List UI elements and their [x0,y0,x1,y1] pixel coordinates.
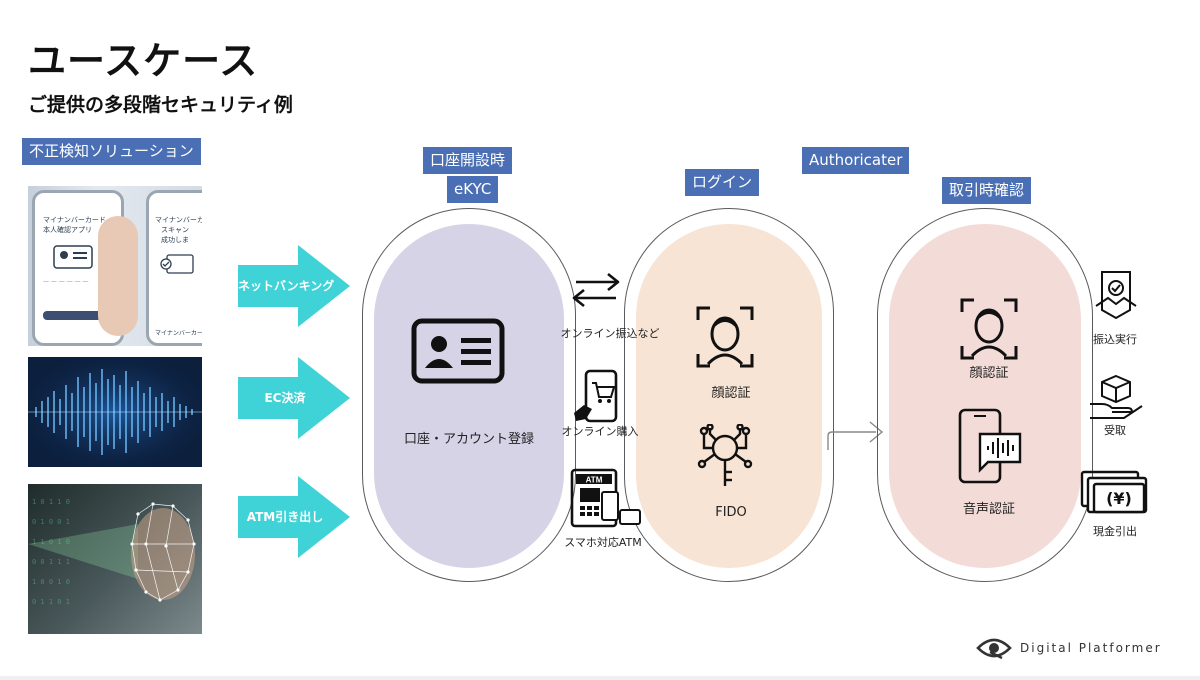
ekyc-tag: eKYC [447,176,499,203]
voice-auth-icon [958,408,1022,484]
svg-text:0 1 0 0 1: 0 1 0 0 1 [32,518,70,526]
page-title: ユースケース [28,39,259,83]
account-opening-tag: 口座開設時 [423,147,513,174]
account-registration-label: 口座・アカウント登録 [403,432,534,447]
phone2-line-3: 成功しま [161,236,189,244]
fido-key-icon [697,424,753,486]
phone1-line-2: 本人確認アプリ [43,226,92,234]
login-stage-fill [636,224,822,568]
face-mesh-icon: 1 0 1 1 0 0 1 0 0 1 1 1 0 1 0 0 0 1 1 1 1 … [28,498,196,606]
hand-shape [98,216,138,336]
online-shopping-icon [574,369,618,423]
online-purchase-label: オンライン購入 [561,425,639,438]
arrow-netbanking: ネットバンキング [238,245,350,327]
receive-label: 受取 [1104,424,1126,437]
phone1-button [43,311,113,320]
account-stage-pill [362,208,576,582]
transaction-check-tag: 取引時確認 [942,177,1032,204]
atm-sign-text: ATM [586,476,603,485]
arrow-atm-withdrawal: ATM引き出し [238,476,350,558]
online-transfer-label: オンライン振込など [560,327,660,340]
brand-name: Digital Platformer [1020,641,1162,655]
voice-waveform-image [28,357,202,467]
face-recognition-icon [696,306,754,368]
bidirectional-transfer-icon [572,272,620,308]
transaction-stage-pill [877,208,1093,582]
account-stage-fill [374,224,564,568]
arrow-ec-payment-label: EC決済 [264,391,306,405]
fido-label: FIDO [715,505,747,520]
phone2-line-1: マイナンバーカー [155,216,202,224]
transaction-stage-fill [889,224,1081,568]
id-card-illustration-icon [53,245,93,269]
scan-check-icon [160,254,194,274]
receive-package-icon [1090,374,1143,419]
voice-auth-label: 音声認証 [962,502,1015,517]
arrow-ec-payment: EC決済 [238,357,350,439]
svg-text:0 0 1 1 1: 0 0 1 1 1 [32,558,70,566]
face-scan-image: 1 0 1 1 0 0 1 0 0 1 1 1 0 1 0 0 0 1 1 1 1 … [28,484,202,634]
phone2-line-2: スキャン [161,226,189,234]
transaction-face-icon [960,298,1018,360]
svg-text:1 1 0 1 0: 1 1 0 1 0 [32,538,70,546]
cash-withdrawal-label: 現金引出 [1093,525,1137,538]
phone1-line-1: マイナンバーカード [43,216,106,224]
svg-text:1 0 1 1 0: 1 0 1 1 0 [32,498,70,506]
login-stage-pill [624,208,834,582]
id-card-icon [411,318,505,384]
login-tag: ログイン [685,169,760,196]
svg-text:0 1 1 0 1: 0 1 1 0 1 [32,598,70,606]
phone2-footer: マイナンバーカード [155,330,202,337]
transaction-face-label: 顔認証 [969,366,1009,381]
smartphone-atm-icon: ATM [570,468,641,528]
transfer-execution-icon [1095,271,1137,320]
arrow-netbanking-label: ネットバンキング [238,279,335,293]
brand-logo: Digital Platformer [976,634,1162,662]
authorizer-tag: Authoricater [802,147,910,174]
fraud-detection-tag: 不正検知ソリューション [22,138,201,165]
transfer-execution-label: 振込実行 [1093,333,1137,346]
flow-arrow-icon [827,421,884,450]
yen-sign-text: (¥) [1106,489,1132,508]
login-face-label: 顔認証 [711,386,751,401]
page-subtitle: ご提供の多段階セキュリティ例 [28,94,293,116]
bottom-rule [0,676,1200,680]
phone-mockup-2: マイナンバーカー スキャン 成功しま マイナンバーカード [146,190,202,346]
waveform-icon [28,357,202,467]
smartphone-atm-label: スマホ対応ATM [564,536,642,549]
digital-platformer-logo-icon [976,638,1012,660]
phone1-desc: — — — — — — [43,278,89,285]
svg-text:1 0 0 1 0: 1 0 0 1 0 [32,578,70,586]
arrow-atm-withdrawal-label: ATM引き出し [246,510,324,524]
cash-withdrawal-icon: (¥) [1080,470,1148,514]
app-screenshot-image: マイナンバーカード 本人確認アプリ — — — — — — マイナンバーカー ス… [28,186,202,346]
